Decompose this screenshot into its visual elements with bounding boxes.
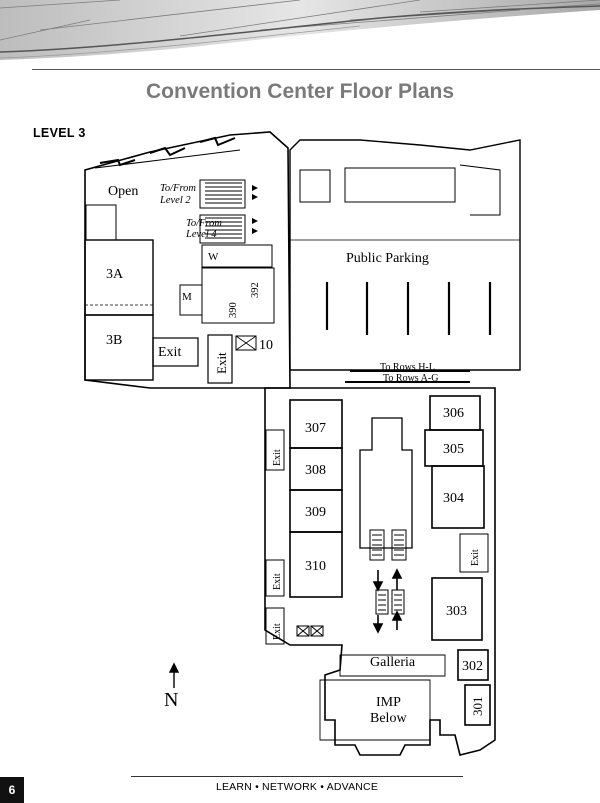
room-w: W	[208, 251, 219, 263]
room-3a: 3A	[106, 267, 124, 282]
room-309: 309	[305, 505, 326, 520]
level4-label-line2: Level 4	[185, 229, 217, 240]
room-3b: 3B	[106, 333, 122, 348]
room-301: 301	[470, 697, 485, 717]
rows-hl-label: To Rows H-L	[380, 362, 435, 373]
room-390: 390	[228, 302, 239, 318]
exit-label-b: Exit	[214, 352, 229, 374]
page-title: Convention Center Floor Plans	[145, 80, 455, 103]
header-rule	[32, 69, 600, 70]
footer-tagline: LEARN • NETWORK • ADVANCE	[215, 781, 379, 793]
galleria-label: Galleria	[370, 655, 416, 670]
room-302: 302	[462, 659, 483, 674]
room-308: 308	[305, 463, 326, 478]
exit-label-f: Exit	[470, 549, 481, 566]
exit-label-a: Exit	[158, 345, 181, 360]
room-open: Open	[108, 184, 138, 199]
level2-label-line1: To/From	[160, 183, 196, 194]
north-label: N	[164, 689, 178, 711]
room-305: 305	[443, 442, 464, 457]
room-303: 303	[446, 604, 467, 619]
exit-label-c: Exit	[272, 449, 283, 466]
header-banner	[0, 0, 600, 60]
level-label: LEVEL 3	[33, 126, 86, 140]
room-306: 306	[443, 406, 464, 421]
footer-rule	[131, 776, 463, 777]
lower-hall-outline	[264, 387, 496, 756]
imp-label-line2: Below	[370, 711, 407, 726]
room-m: M	[182, 291, 192, 303]
imp-label-line1: IMP	[376, 695, 401, 710]
room-10: 10	[259, 338, 273, 353]
page-number: 6	[0, 777, 24, 803]
room-307: 307	[305, 421, 326, 436]
room-304: 304	[443, 491, 464, 506]
public-parking-label: Public Parking	[346, 251, 429, 266]
exit-label-e: Exit	[272, 623, 283, 640]
rows-ag-label: To Rows A-G	[383, 373, 438, 384]
level2-label-line2: Level 2	[159, 195, 191, 206]
room-310: 310	[305, 559, 326, 574]
level4-label-line1: To/From	[186, 218, 222, 229]
exit-label-d: Exit	[272, 573, 283, 590]
room-392: 392	[250, 282, 261, 298]
